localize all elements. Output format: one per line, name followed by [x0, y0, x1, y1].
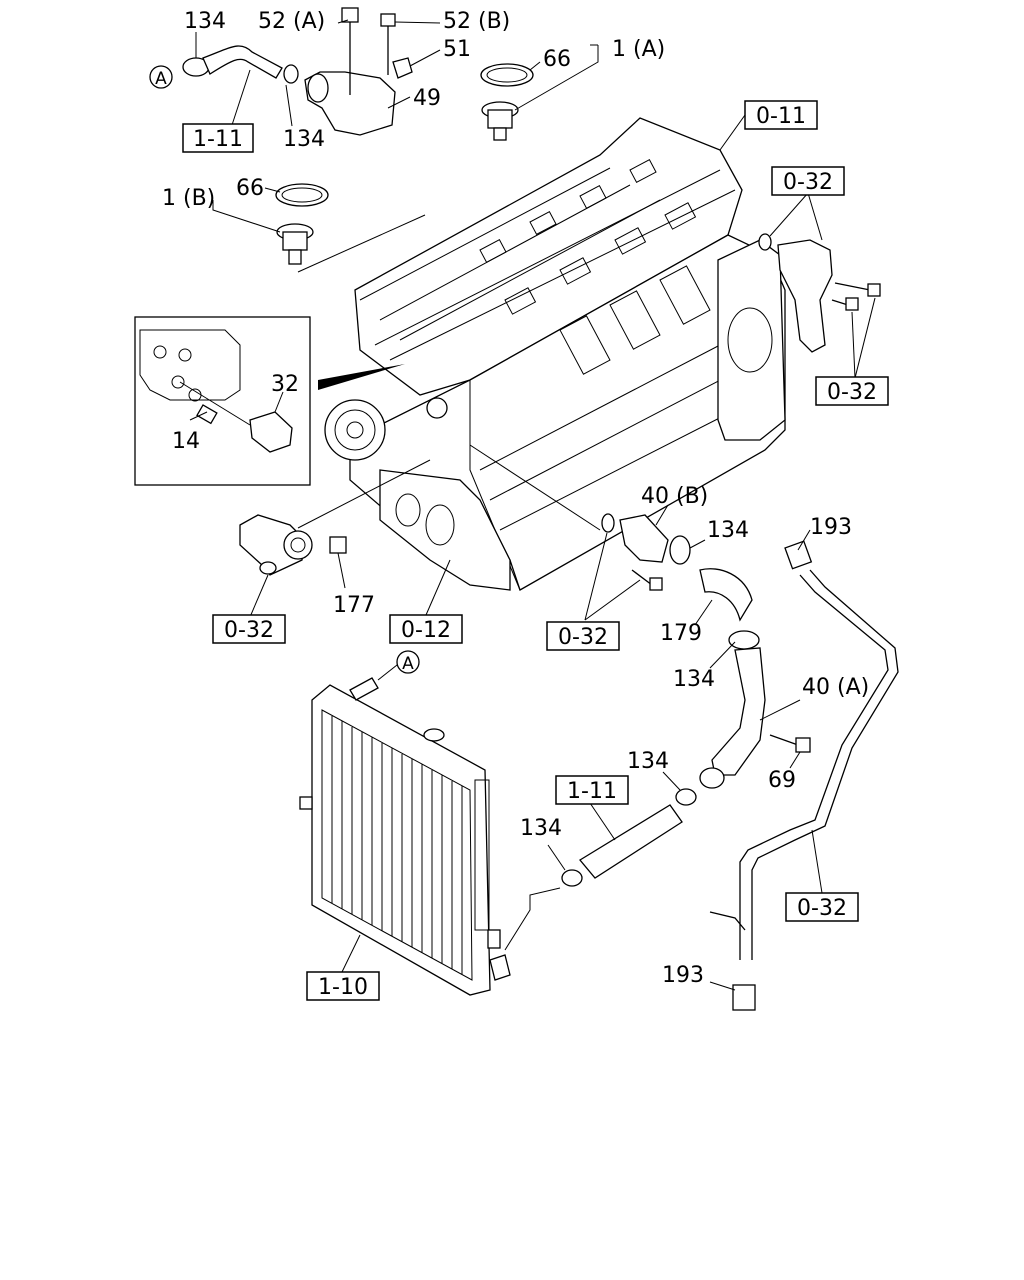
- water-outlet-right: [777, 239, 833, 353]
- inset-pointer: [318, 364, 405, 390]
- left-water-outlet: [239, 459, 431, 618]
- plug-177: [329, 536, 347, 554]
- label-134-f: 134: [520, 816, 562, 841]
- label-66-b: 66: [236, 176, 264, 201]
- label-32: 32: [271, 372, 299, 397]
- ref-0-32-return: 0-32: [797, 896, 847, 921]
- label-177: 177: [333, 593, 375, 618]
- label-69: 69: [768, 768, 796, 793]
- bracket-51: [392, 57, 413, 79]
- radiator-frame: [311, 684, 491, 996]
- label-52b: 52 (B): [443, 9, 510, 34]
- ref-1-11-lower: 1-11: [567, 779, 617, 804]
- front-cover: [379, 469, 511, 591]
- ref-0-32-pump: 0-32: [558, 625, 608, 650]
- pipe-40a-assembly: [699, 630, 811, 789]
- pipe-40b: [619, 514, 669, 563]
- ref-box-1-11-lower: [555, 775, 629, 805]
- right-water-outlet: [758, 192, 881, 379]
- pipe-40a: [711, 647, 766, 776]
- seal-193-bottom: [732, 984, 756, 1011]
- label-49: 49: [413, 86, 441, 111]
- upper-hose-assembly: A: [149, 7, 441, 136]
- label-134-e: 134: [627, 749, 669, 774]
- ref-box-1-11-top: [182, 123, 254, 153]
- hose-179: [699, 568, 753, 622]
- label-134-b: 134: [283, 127, 325, 152]
- label-40b: 40 (B): [641, 484, 708, 509]
- thermostat-1a: [480, 44, 599, 141]
- gasket-66-b: [275, 183, 329, 207]
- housing-outlet-neck: [307, 73, 329, 103]
- ref-0-12: 0-12: [401, 618, 451, 643]
- radiator: A: [299, 650, 511, 996]
- thermostat-1b: [212, 183, 426, 273]
- ref-1-11-top: 1-11: [193, 127, 243, 152]
- label-51: 51: [443, 37, 471, 62]
- label-66-a: 66: [543, 47, 571, 72]
- label-193-bottom: 193: [662, 963, 704, 988]
- ref-box-0-32-top: [771, 166, 845, 196]
- oring-40b: [601, 513, 615, 533]
- inset-detail: [134, 316, 311, 486]
- label-134-top: 134: [184, 9, 226, 34]
- ref-0-32-bolts: 0-32: [827, 380, 877, 405]
- marker-a-hose-end: [149, 65, 173, 89]
- bolt-52b-head: [380, 13, 396, 27]
- water-outlet-left: [239, 514, 306, 576]
- clamp-134-d: [728, 630, 760, 650]
- ref-box-0-32-return: [785, 892, 859, 922]
- ref-box-0-32-bolts: [815, 376, 889, 406]
- radiator-cap: [423, 728, 445, 742]
- ref-box-0-32-pump: [546, 621, 620, 651]
- gasket-66-a: [480, 63, 534, 87]
- label-193-top: 193: [810, 515, 852, 540]
- marker-a-text: A: [155, 69, 167, 89]
- lower-hose-assembly: [504, 771, 697, 951]
- plug-32: [249, 411, 293, 453]
- marker-a-radiator: [396, 650, 420, 674]
- oring-right: [758, 233, 772, 251]
- clamp-134-e: [675, 788, 697, 806]
- clamp-134-f: [561, 869, 583, 887]
- ref-box-1-10: [306, 971, 380, 1001]
- ref-0-32-left: 0-32: [224, 618, 274, 643]
- marker-a-radiator-text: A: [402, 654, 414, 674]
- ref-0-32-top: 0-32: [783, 170, 833, 195]
- label-52a: 52 (A): [258, 9, 325, 34]
- label-134-c: 134: [707, 518, 749, 543]
- clamp-134-c: [669, 535, 691, 565]
- return-pipe-outer: [739, 574, 889, 960]
- label-134-d: 134: [673, 667, 715, 692]
- ref-0-11: 0-11: [756, 104, 806, 129]
- radiator-inlet: [349, 677, 379, 701]
- lower-hose: [579, 804, 683, 879]
- pump-outlet-assembly: [469, 444, 753, 626]
- label-14: 14: [172, 429, 200, 454]
- upper-hose: [202, 45, 283, 79]
- label-179: 179: [660, 621, 702, 646]
- inset-frame: [134, 316, 311, 486]
- radiator-outlet: [489, 954, 511, 981]
- ref-box-0-32-left: [212, 614, 286, 644]
- ref-1-10: 1-10: [318, 975, 368, 1000]
- thermostat-body-b: [282, 231, 308, 251]
- crank-pulley: [324, 399, 386, 461]
- return-pipe-assembly: [709, 529, 899, 1011]
- bolt-52a-head: [341, 7, 359, 23]
- ref-box-0-11: [744, 100, 818, 130]
- seal-193-top: [784, 540, 813, 570]
- bolt-14: [196, 404, 218, 425]
- engine-block: [318, 117, 786, 591]
- thermostat-body-a: [487, 109, 513, 129]
- label-40a: 40 (A): [802, 675, 869, 700]
- hose-clamp-right: [283, 64, 299, 84]
- label-1a: 1 (A): [612, 37, 665, 62]
- label-1b: 1 (B): [162, 186, 215, 211]
